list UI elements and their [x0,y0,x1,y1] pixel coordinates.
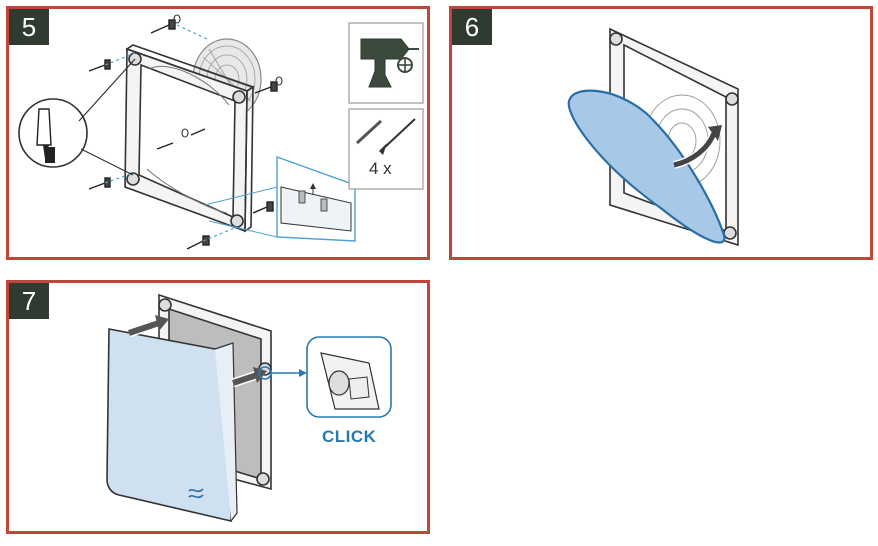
step-7-illustration [106,293,392,523]
screwdriver-detail-icon [18,58,136,176]
brand-logo-icon [188,488,204,499]
drill-icon [348,22,424,104]
screw-icon [88,19,278,250]
front-cover [567,89,726,244]
front-cover [106,328,238,523]
step-number-badge: 6 [452,9,492,45]
screw-wallplug-icon [348,108,424,190]
step-6-panel: 6 [449,6,873,260]
arrow-icon [672,125,722,169]
step-7-panel: 7 [6,280,430,534]
step-6-illustration [567,27,739,247]
arrow-icon [127,315,267,388]
click-label: CLICK [322,427,377,446]
quantity-label: 4 x [369,159,392,178]
step-5-illustration [18,14,424,250]
step-number-badge: 7 [9,283,49,319]
step-5-panel: 5 [6,6,430,260]
step-number-badge: 5 [9,9,49,45]
mounting-frame [124,44,255,233]
click-detail-callout [258,336,392,418]
wall-plug-detail [204,156,356,242]
